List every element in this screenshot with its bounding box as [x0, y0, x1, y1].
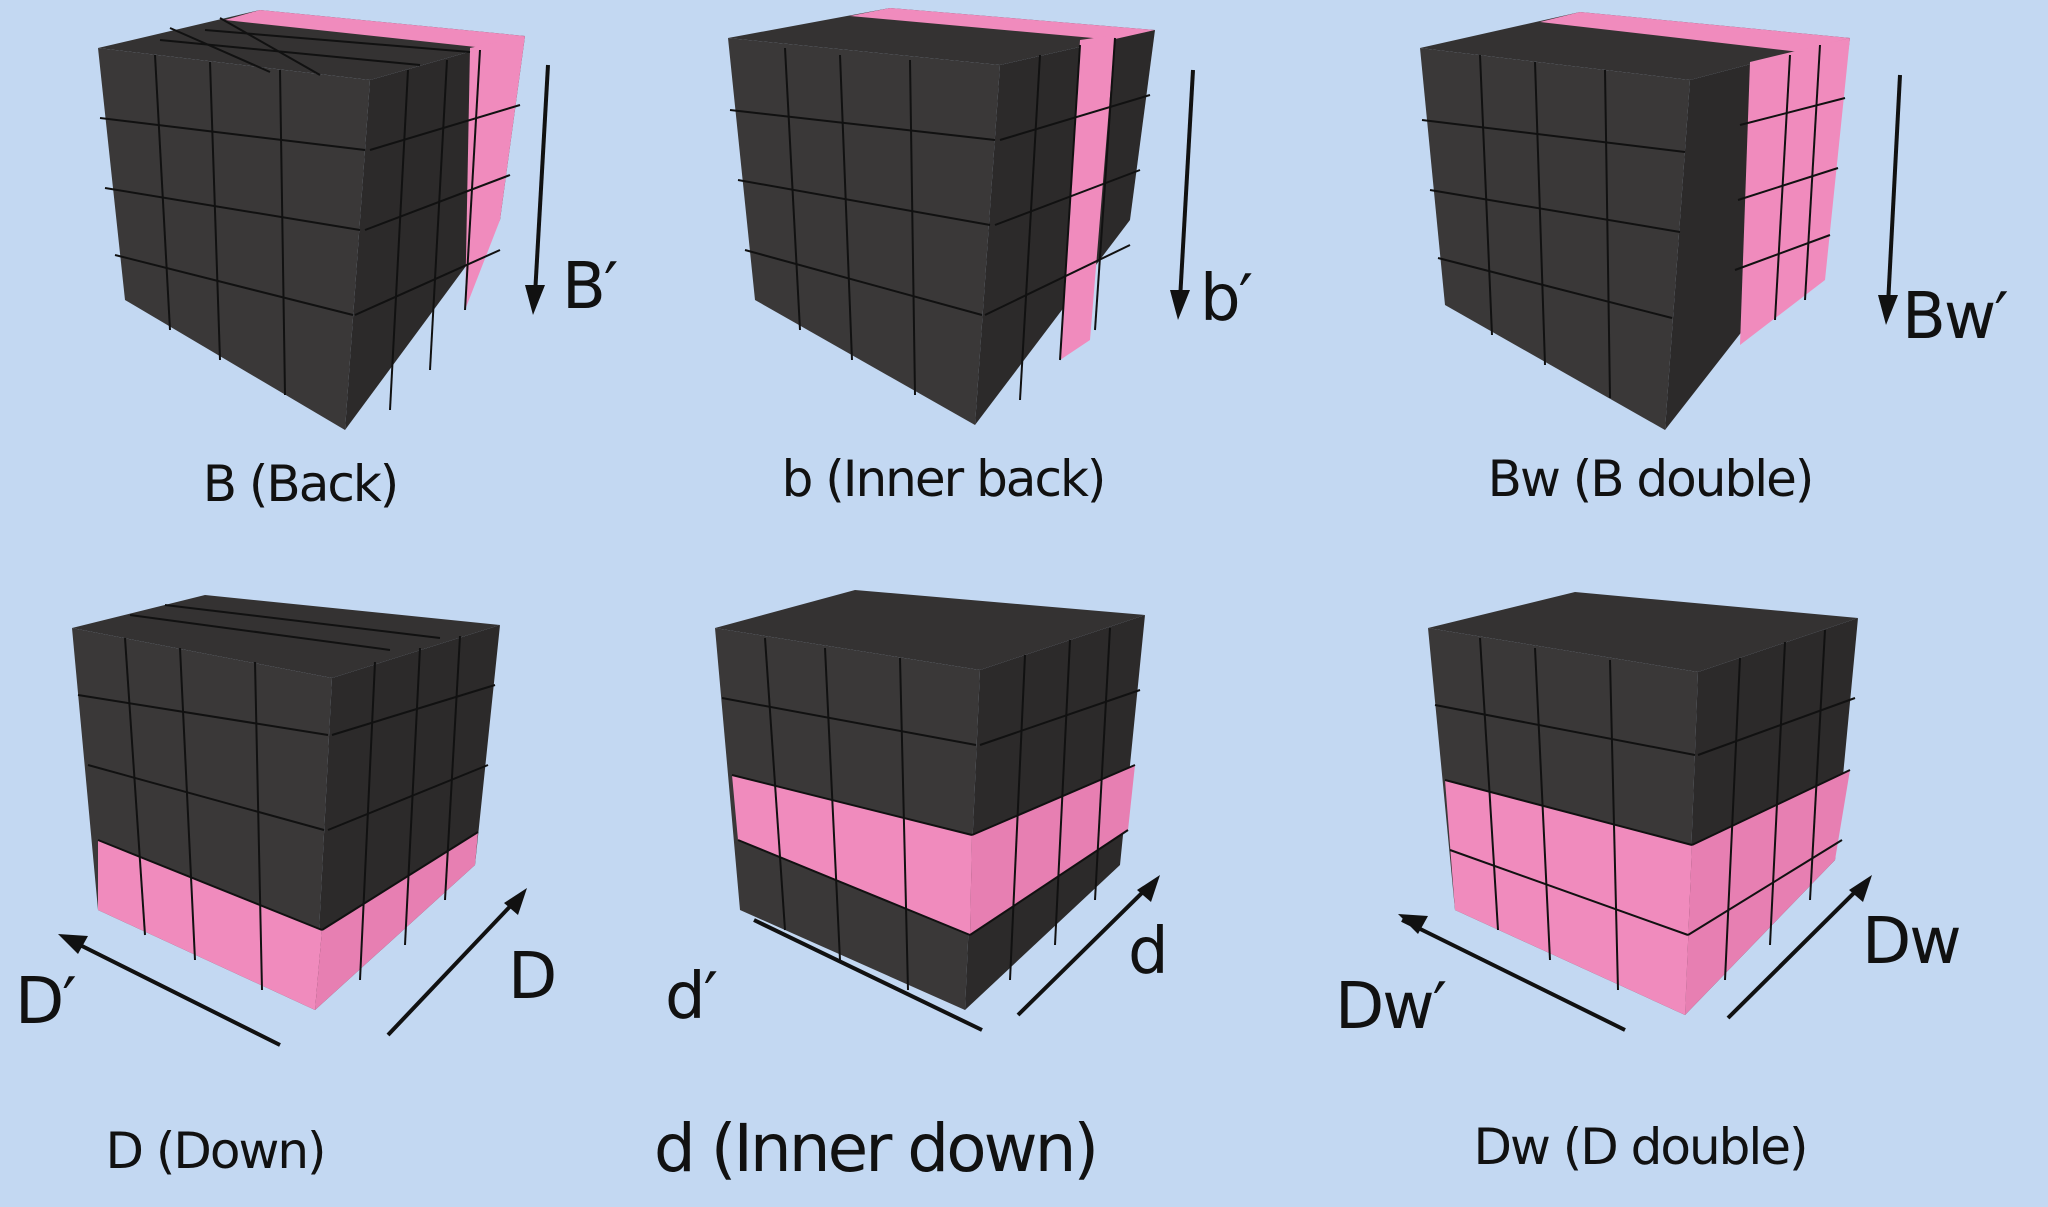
caption-b-double: Bw (B double)	[1487, 450, 1815, 508]
notation-d: D	[508, 940, 557, 1014]
arrow-down-icon	[525, 64, 550, 315]
caption-d-double: Dw (D double)	[1473, 1118, 1808, 1176]
cube-d-double	[1428, 592, 1858, 1015]
arrow-dw-prime-icon	[1398, 914, 1626, 1032]
cube-d-down	[72, 595, 500, 1010]
cube-b-back	[98, 10, 525, 430]
arrow-d-prime-icon	[58, 934, 281, 1047]
cube-b-double	[1420, 12, 1850, 430]
cube-inner-back	[728, 8, 1155, 425]
notation-b-prime: B′	[562, 250, 618, 324]
notation-dw: Dw	[1862, 905, 1962, 979]
panel-d-double: Dw′ Dw Dw (D double)	[1335, 570, 2048, 1207]
panel-inner-back: b′ b (Inner back)	[690, 0, 1370, 560]
arrow-d-inner-prime-icon	[753, 918, 983, 1032]
arrow-d-inner-icon	[1016, 875, 1160, 1017]
notation-d-prime: D′	[15, 965, 77, 1039]
arrow-down-icon	[1170, 69, 1195, 320]
arrow-down-icon	[1878, 74, 1902, 325]
cube-inner-down	[715, 590, 1145, 1010]
arrow-dw-icon	[1726, 875, 1872, 1020]
panel-b-double: Bw′ Bw (B double)	[1380, 0, 2048, 560]
panel-inner-down: d′ d d (Inner down)	[654, 570, 1370, 1207]
notation-inner-d-prime: d′	[665, 960, 718, 1034]
notation-dw-prime: Dw′	[1335, 970, 1447, 1044]
caption-d-down: D (Down)	[105, 1122, 326, 1180]
panel-b-back: B′ B (Back)	[0, 0, 680, 560]
caption-inner-down: d (Inner down)	[653, 1110, 1099, 1187]
panel-d-down: D′ D D (Down)	[0, 570, 680, 1207]
caption-inner-back: b (Inner back)	[781, 450, 1107, 508]
notation-inner-b-prime: b′	[1200, 262, 1253, 336]
notation-bw-prime: Bw′	[1902, 280, 2009, 354]
notation-inner-d: d	[1128, 915, 1169, 989]
caption-b-back: B (Back)	[202, 455, 400, 513]
arrow-d-icon	[386, 888, 527, 1037]
